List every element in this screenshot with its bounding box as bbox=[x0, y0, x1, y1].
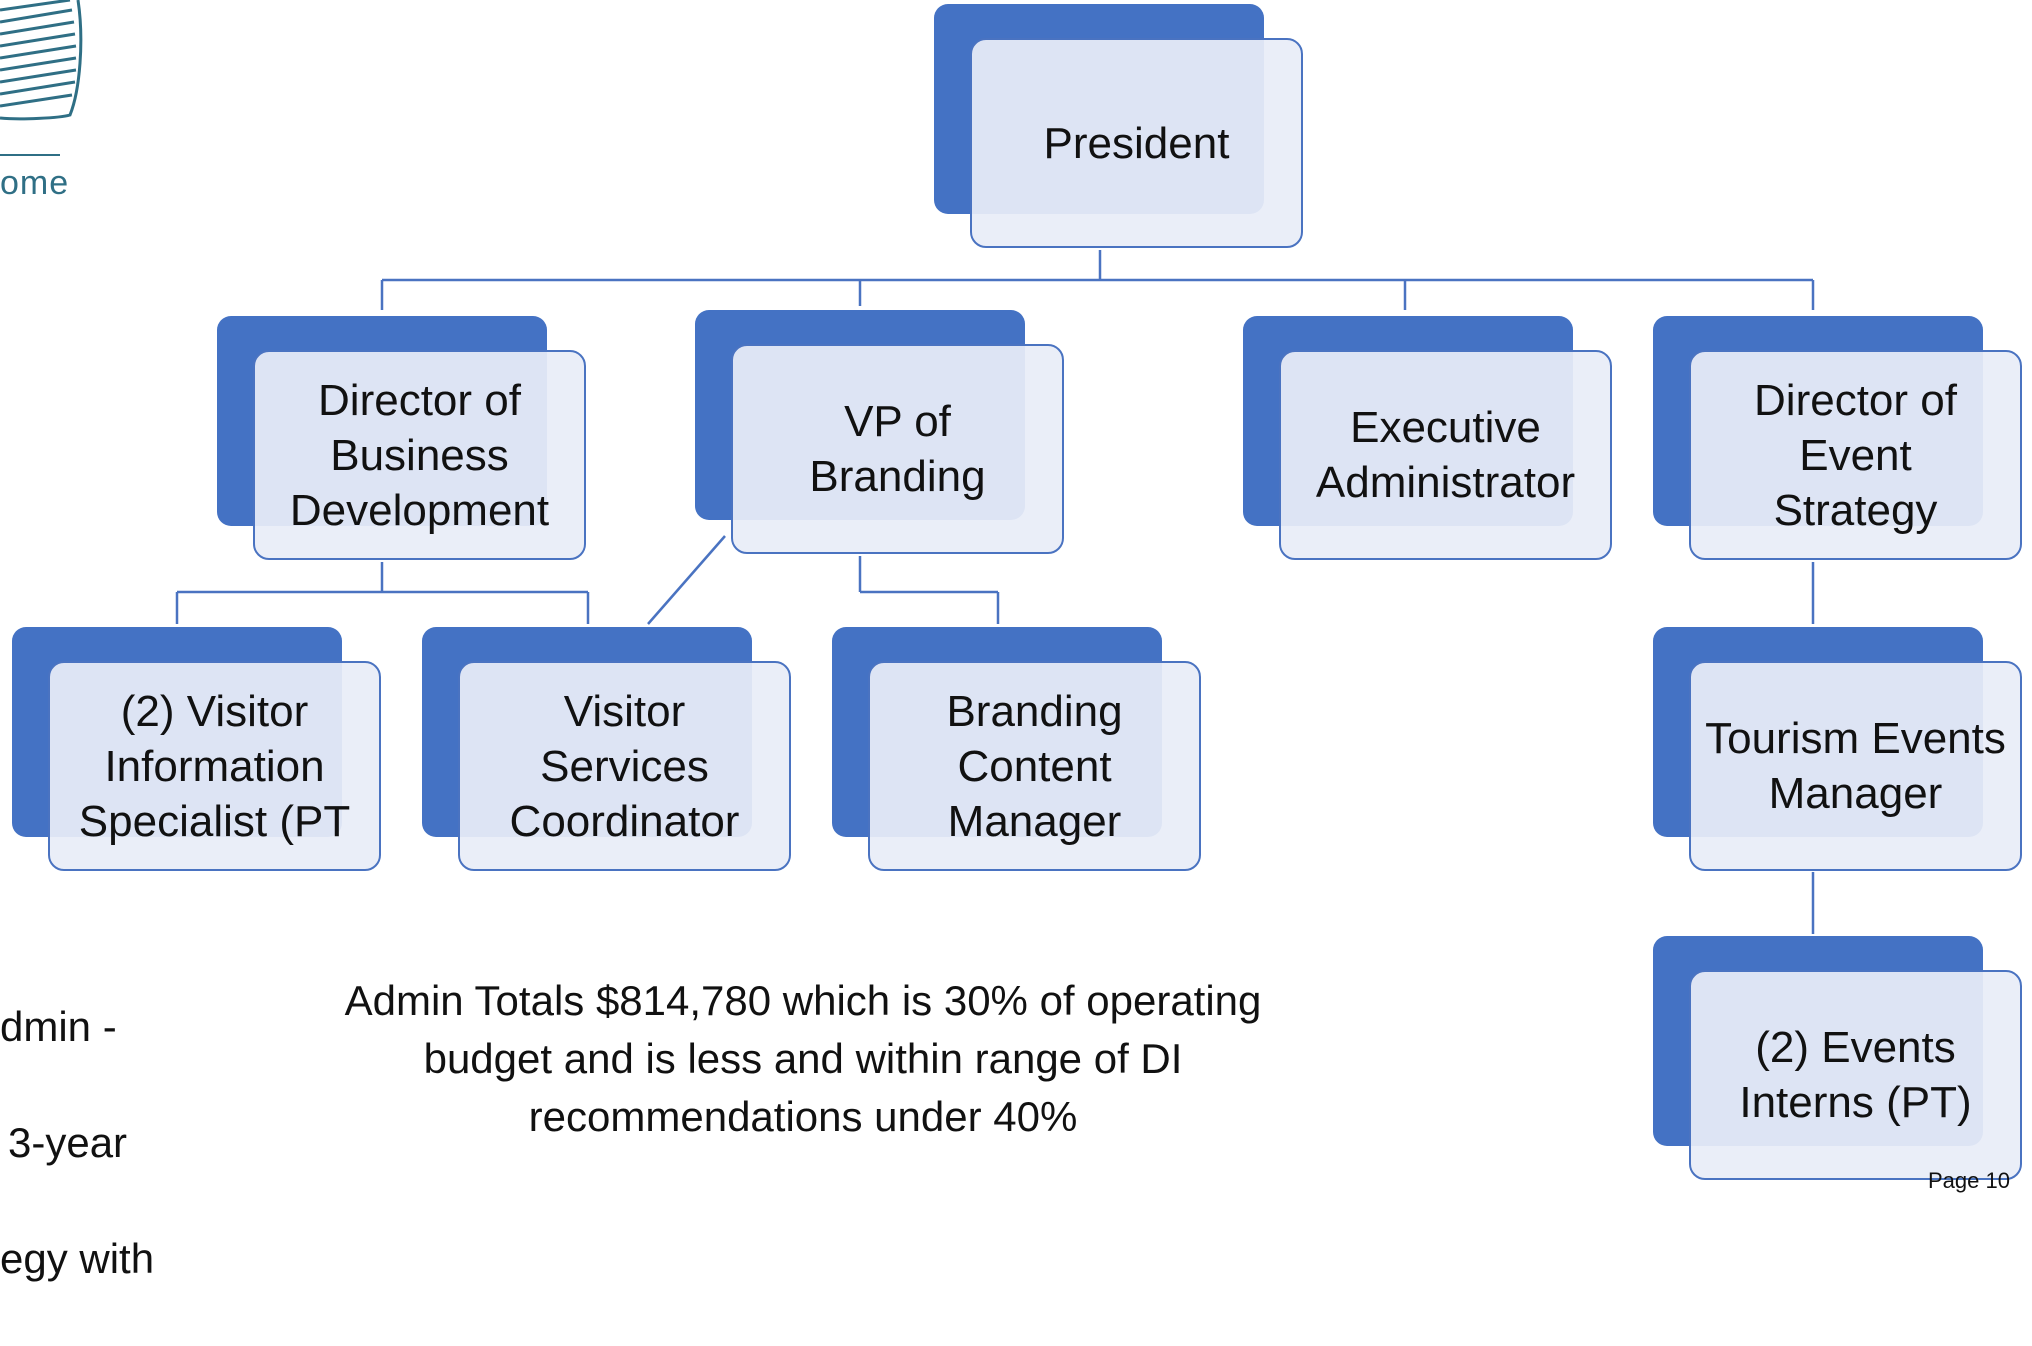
node-vp-branding: VP of Branding bbox=[695, 310, 1064, 554]
node-branding-content-manager: Branding Content Manager bbox=[832, 627, 1201, 871]
node-label: President bbox=[1043, 118, 1230, 168]
node-executive-administrator: Executive Administrator bbox=[1243, 316, 1612, 560]
node-label: Visitor Services Coordinator bbox=[509, 686, 740, 846]
node-label: (2) Visitor Information Specialist (PT bbox=[78, 686, 351, 846]
left-text-line: 3-year bbox=[8, 1119, 128, 1166]
page-number: Page 10 bbox=[1928, 1168, 2010, 1193]
node-front bbox=[1689, 350, 2022, 560]
node-president: President bbox=[934, 4, 1303, 248]
node-front bbox=[48, 661, 381, 871]
node-front bbox=[731, 344, 1064, 554]
logo-text: ome bbox=[0, 164, 70, 202]
node-front bbox=[868, 661, 1201, 871]
left-text-line: dmin - bbox=[0, 1003, 117, 1050]
node-visitor-information-specialist: (2) Visitor Information Specialist (PT bbox=[12, 627, 381, 871]
node-director-event-strategy: Director of Event Strategy bbox=[1653, 316, 2022, 560]
node-label: Director of Event Strategy bbox=[1754, 375, 1957, 535]
connector-lines bbox=[175, 250, 1815, 934]
node-label: Tourism Events Manager bbox=[1705, 714, 2006, 818]
logo: ome bbox=[0, 0, 100, 210]
node-label: Branding Content Manager bbox=[946, 686, 1123, 846]
admin-totals-note: Admin Totals $814,780 which is 30% of op… bbox=[344, 977, 1262, 1140]
node-label: Director of Business Development bbox=[289, 375, 550, 535]
node-tourism-events-manager: Tourism Events Manager bbox=[1653, 627, 2022, 871]
node-label: VP of Branding bbox=[809, 397, 986, 501]
node-label: (2) Events Interns (PT) bbox=[1739, 1023, 1972, 1127]
left-side-text: dmin - 3-year egy with bbox=[0, 940, 180, 1346]
node-front bbox=[458, 661, 791, 871]
node-front bbox=[1279, 350, 1612, 560]
node-front bbox=[253, 350, 586, 560]
logo-mark bbox=[0, 0, 83, 156]
node-director-business-development: Director of Business Development bbox=[217, 316, 586, 560]
node-visitor-services-coordinator: Visitor Services Coordinator bbox=[422, 627, 791, 871]
node-front bbox=[1689, 661, 2022, 871]
node-events-interns: (2) Events Interns (PT) bbox=[1653, 936, 2022, 1180]
left-text-line: egy with bbox=[0, 1235, 155, 1282]
node-label: Executive Administrator bbox=[1315, 403, 1576, 507]
node-front bbox=[970, 38, 1303, 248]
